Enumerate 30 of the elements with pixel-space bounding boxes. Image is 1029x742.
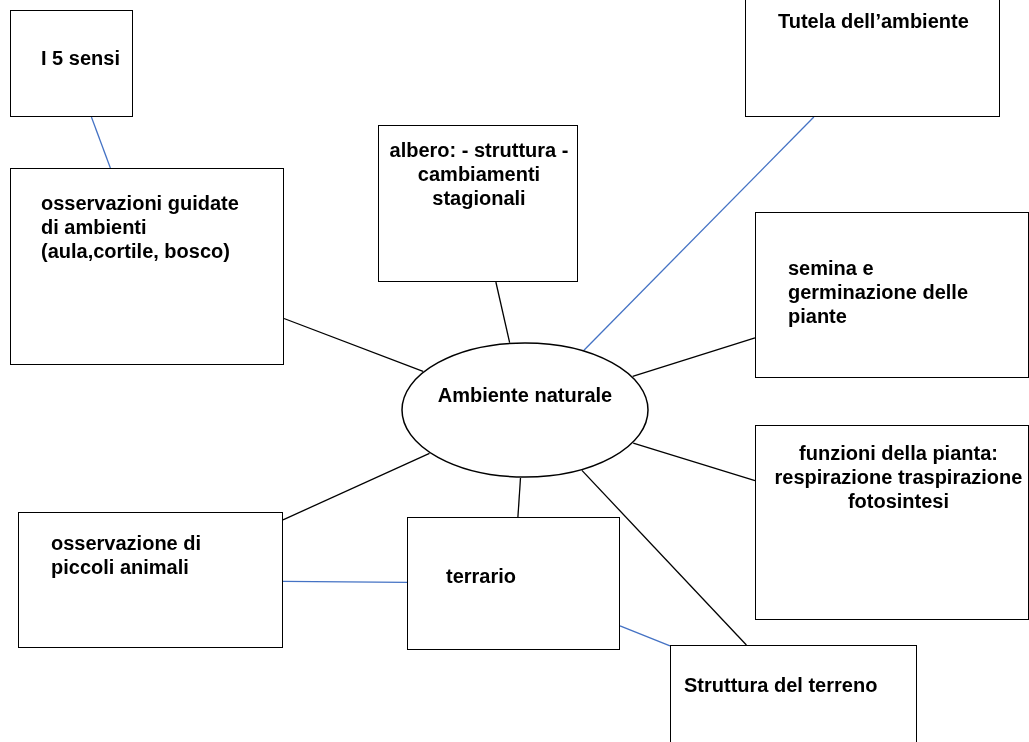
concept-box — [407, 517, 620, 650]
connector-line — [282, 580, 408, 584]
node-label: terrario — [446, 564, 518, 588]
concept-box — [10, 10, 133, 117]
node-label: Ambiente naturale — [436, 383, 614, 407]
concept-box — [755, 425, 1029, 620]
connector-line — [581, 469, 748, 646]
concept-box — [378, 125, 578, 282]
connector-line — [282, 452, 431, 521]
node-label: osservazione di piccoli animali — [51, 531, 203, 579]
connector-line — [90, 116, 112, 169]
concept-box — [670, 645, 917, 742]
node-label: Struttura del terreno — [684, 673, 879, 697]
node-label: albero: - struttura - cambiamenti stagionali — [388, 138, 570, 210]
connector-line — [632, 337, 756, 377]
connector-line — [495, 281, 511, 344]
node-label: osservazioni guidate di ambienti (aula,cortile, bosco) — [41, 191, 240, 263]
node-label: funzioni della pianta: respirazione traspirazione fotosintesi — [773, 441, 1024, 513]
node-label: semina e germinazione delle piante — [788, 256, 970, 328]
concept-box — [755, 212, 1029, 378]
concept-box — [18, 512, 283, 648]
node-label: I 5 sensi — [41, 46, 121, 70]
concept-box — [745, 0, 1000, 117]
connector-line — [583, 116, 815, 351]
concept-box — [10, 168, 284, 365]
connector-line — [283, 317, 424, 372]
connector-line — [517, 477, 522, 518]
connector-line — [632, 442, 756, 482]
connector-line — [619, 625, 671, 647]
node-label: Tutela dell’ambiente — [778, 9, 970, 33]
